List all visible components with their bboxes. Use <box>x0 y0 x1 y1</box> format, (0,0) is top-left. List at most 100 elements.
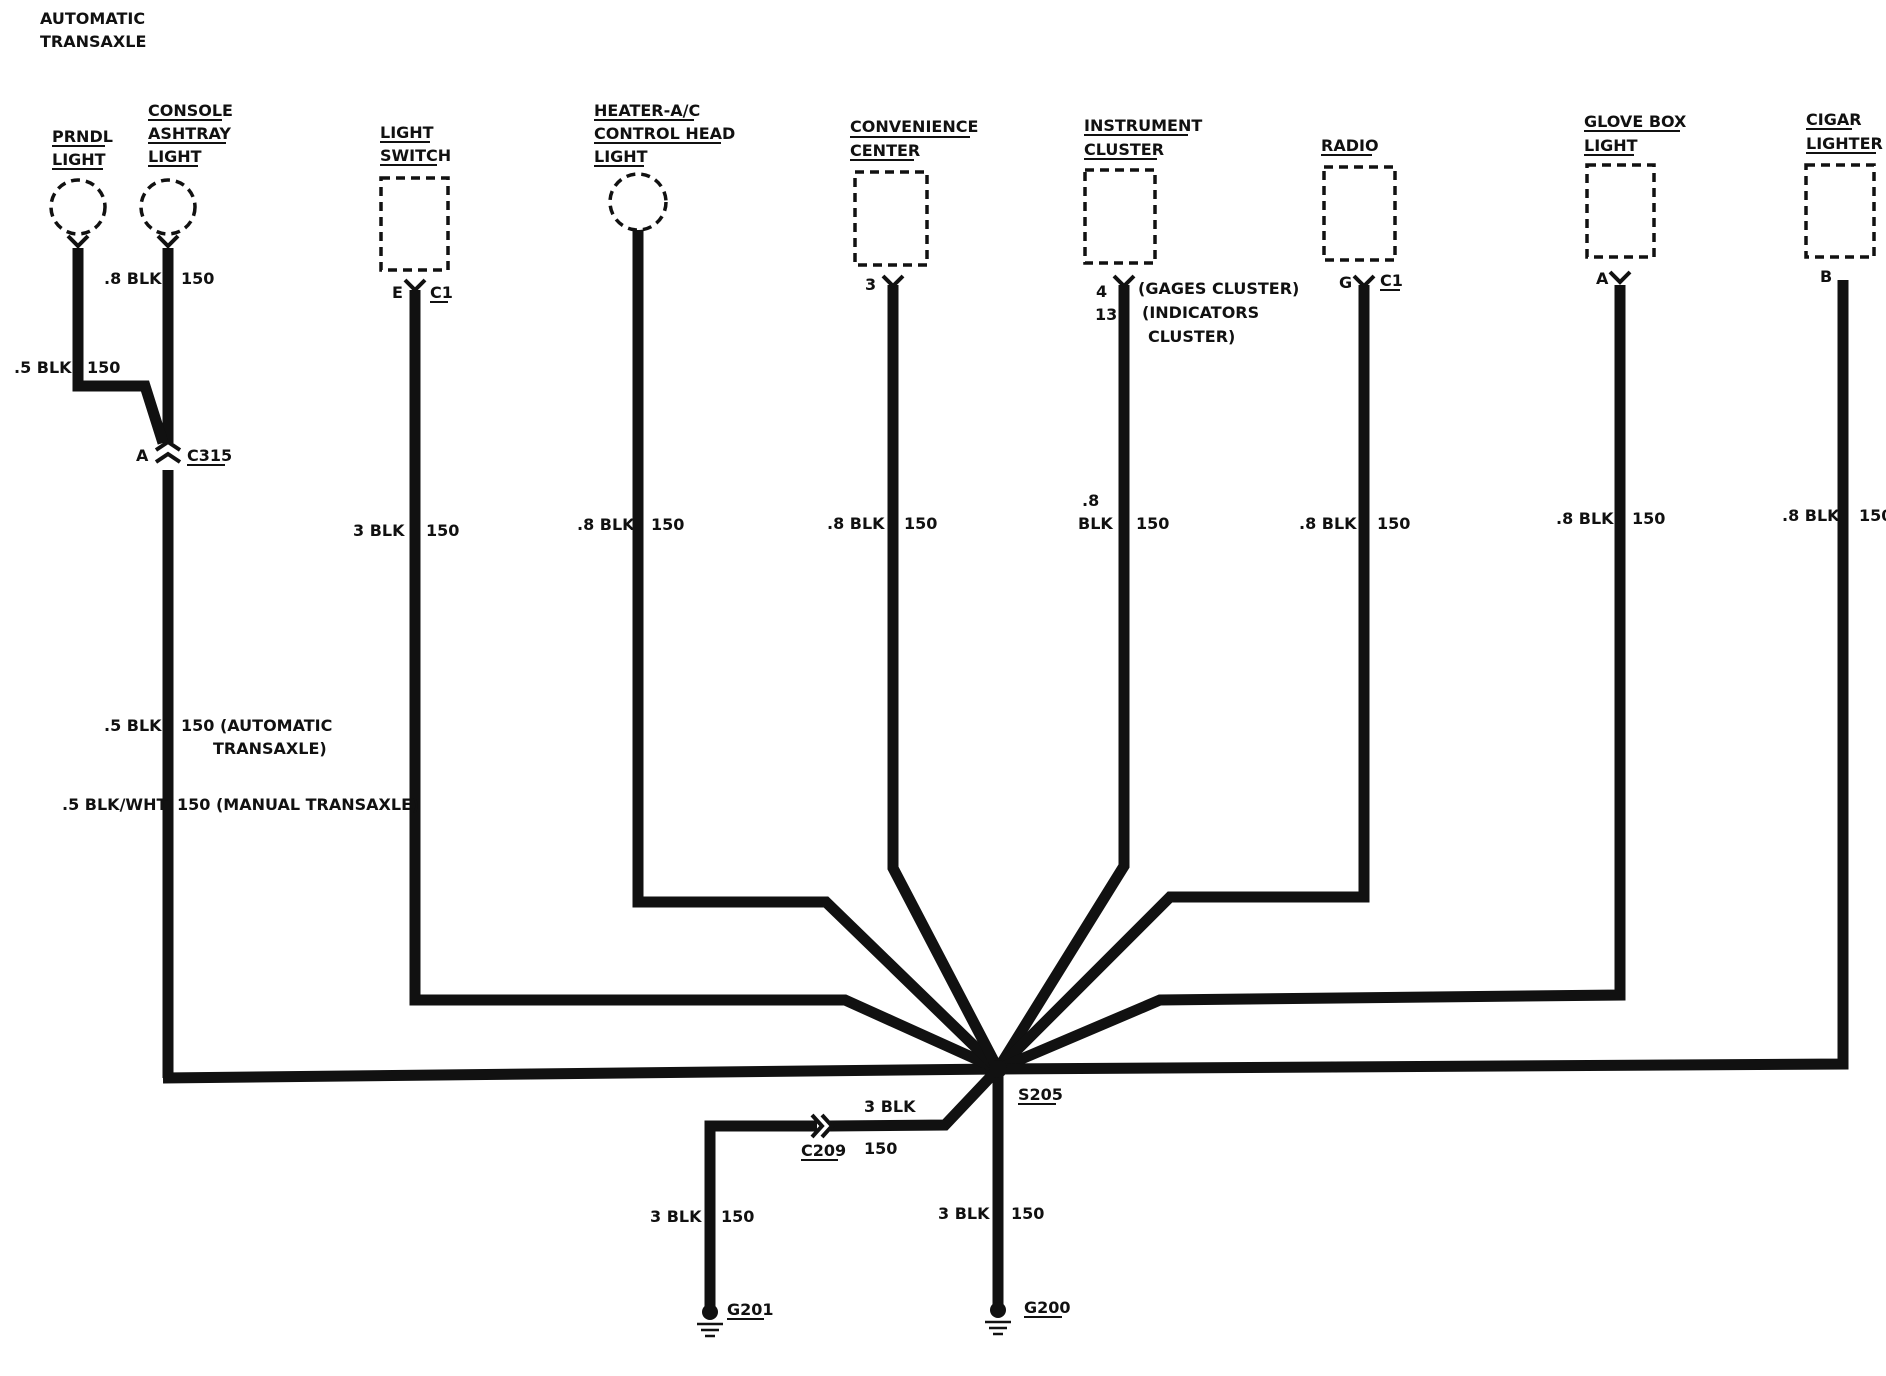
instrument-label-2: CLUSTER <box>1084 140 1164 159</box>
light-switch-pin-icon <box>403 278 427 293</box>
c315-pin: A <box>136 446 149 465</box>
ashtray-label-3: LIGHT <box>148 147 202 166</box>
convenience-label-2: CENTER <box>850 141 920 160</box>
glovebox-pin: A <box>1596 269 1609 288</box>
header-line1: AUTOMATIC <box>40 9 145 28</box>
wire-cigar <box>997 280 1849 1075</box>
c209-label: C209 <box>801 1141 846 1160</box>
g200-terminal-icon <box>990 1302 1006 1318</box>
light-switch-label-1: LIGHT <box>380 123 434 142</box>
s205-splice <box>989 1060 1007 1078</box>
instrument-pin-b-note2: CLUSTER) <box>1148 327 1235 346</box>
g200-label: G200 <box>1024 1298 1071 1317</box>
radio-pin-icon <box>1352 274 1376 289</box>
g201-wire-size: 3 BLK <box>650 1207 702 1226</box>
c209-wire-size: 3 BLK <box>864 1097 916 1116</box>
s205-label: S205 <box>1018 1085 1063 1104</box>
radio: RADIO G C1 <box>1321 136 1403 292</box>
g200-wire-circuit: 150 <box>1011 1204 1044 1223</box>
light-switch-label-2: SWITCH <box>380 146 451 165</box>
radio-pin: G <box>1339 273 1352 292</box>
c209-connector: C209 <box>801 1113 846 1161</box>
c315-connector: A C315 <box>136 439 232 466</box>
cigar-label-2: LIGHTER <box>1806 134 1883 153</box>
c315-label: C315 <box>187 446 232 465</box>
glovebox-box-icon <box>1585 163 1656 259</box>
convenience-label-1: CONVENIENCE <box>850 117 978 136</box>
instrument-cluster: INSTRUMENT CLUSTER 4 (GAGES CLUSTER) 13 … <box>1083 116 1299 346</box>
heater-ac-control-head-light: HEATER-A/C CONTROL HEAD LIGHT <box>594 101 735 232</box>
g201-label: G201 <box>727 1300 774 1319</box>
radio-wire-size: .8 BLK <box>1299 514 1357 533</box>
light-switch-conn: C1 <box>430 283 453 302</box>
main-manual-size: .5 BLK/WHT <box>62 795 167 814</box>
convenience-center: CONVENIENCE CENTER 3 <box>850 117 978 294</box>
instrument-pin-icon <box>1112 274 1136 289</box>
wire-heater <box>632 205 1002 1073</box>
light-switch: LIGHT SWITCH E C1 <box>379 123 453 303</box>
prndl-label-1: PRNDL <box>52 127 113 146</box>
ashtray-label-2: ASHTRAY <box>148 124 231 143</box>
wire-labels: .8 BLK 150 .5 BLK 150 3 BLK 150 .8 BLK 1… <box>14 269 1886 1226</box>
radio-box-icon <box>1322 165 1397 262</box>
wire-radio <box>994 285 1370 1073</box>
heater-label-1: HEATER-A/C <box>594 101 700 120</box>
g200-wire-size: 3 BLK <box>938 1204 990 1223</box>
glovebox-pin-icon <box>1608 270 1632 285</box>
cigar-box-icon <box>1804 163 1876 259</box>
convenience-pin-icon <box>881 274 905 289</box>
instrument-label-1: INSTRUMENT <box>1084 116 1202 135</box>
main-auto-size: .5 BLK <box>104 716 162 735</box>
convenience-wire-size: .8 BLK <box>827 514 885 533</box>
g200-ground: G200 <box>985 1298 1071 1336</box>
c209-left-icon <box>810 1113 825 1139</box>
ashtray-wire-circuit: 150 <box>181 269 214 288</box>
c315-upper-icon <box>154 439 182 452</box>
cigar-label-1: CIGAR <box>1806 110 1862 129</box>
light-switch-pin: E <box>392 283 403 302</box>
instrument-wire-size-b: BLK <box>1078 514 1113 533</box>
radio-conn: C1 <box>1380 271 1403 290</box>
wire-glovebox <box>995 285 1626 1075</box>
g201-terminal-icon <box>702 1304 718 1320</box>
main-auto-note: TRANSAXLE) <box>213 739 327 758</box>
wire-light-switch <box>409 290 1001 1075</box>
instrument-wire-size-a: .8 <box>1082 491 1099 510</box>
heater-label-2: CONTROL HEAD <box>594 124 735 143</box>
convenience-box-icon <box>853 170 929 267</box>
instrument-pin-a-note: (GAGES CLUSTER) <box>1138 279 1299 298</box>
heater-wire-size: .8 BLK <box>577 515 635 534</box>
wire-g201 <box>704 1120 817 1310</box>
c209-right-icon <box>820 1113 835 1139</box>
light-switch-wire-size: 3 BLK <box>353 521 405 540</box>
prndl-label-2: LIGHT <box>52 150 106 169</box>
g201-wire-circuit: 150 <box>721 1207 754 1226</box>
radio-label: RADIO <box>1321 136 1379 155</box>
c209-wire-circuit: 150 <box>864 1139 897 1158</box>
glove-box-light: GLOVE BOX LIGHT A <box>1584 112 1687 288</box>
ashtray-label-1: CONSOLE <box>148 101 233 120</box>
c315-lower-icon <box>154 451 182 464</box>
wire-prndl <box>72 248 169 445</box>
instrument-pin-b: 13 <box>1095 305 1117 324</box>
cigar-wire-circuit: 150 <box>1859 506 1886 525</box>
instrument-box-icon <box>1083 168 1157 265</box>
light-switch-box-icon <box>379 176 450 272</box>
radio-wire-circuit: 150 <box>1377 514 1410 533</box>
instrument-wire-circuit: 150 <box>1136 514 1169 533</box>
convenience-pin: 3 <box>865 275 876 294</box>
glovebox-wire-circuit: 150 <box>1632 509 1665 528</box>
prndl-light: PRNDL LIGHT <box>49 127 113 249</box>
wires <box>72 205 1849 1310</box>
prndl-wire-circuit: 150 <box>87 358 120 377</box>
heater-label-3: LIGHT <box>594 147 648 166</box>
main-auto-circuit: 150 (AUTOMATIC <box>181 716 332 735</box>
cigar-lighter: CIGAR LIGHTER B <box>1804 110 1883 286</box>
prndl-wire-size: .5 BLK <box>14 358 72 377</box>
glovebox-label-1: GLOVE BOX <box>1584 112 1687 131</box>
heater-bulb-icon <box>608 172 668 232</box>
g201-ground: G201 <box>697 1300 774 1338</box>
light-switch-wire-circuit: 150 <box>426 521 459 540</box>
console-ashtray-light: CONSOLE ASHTRAY LIGHT <box>139 101 233 249</box>
